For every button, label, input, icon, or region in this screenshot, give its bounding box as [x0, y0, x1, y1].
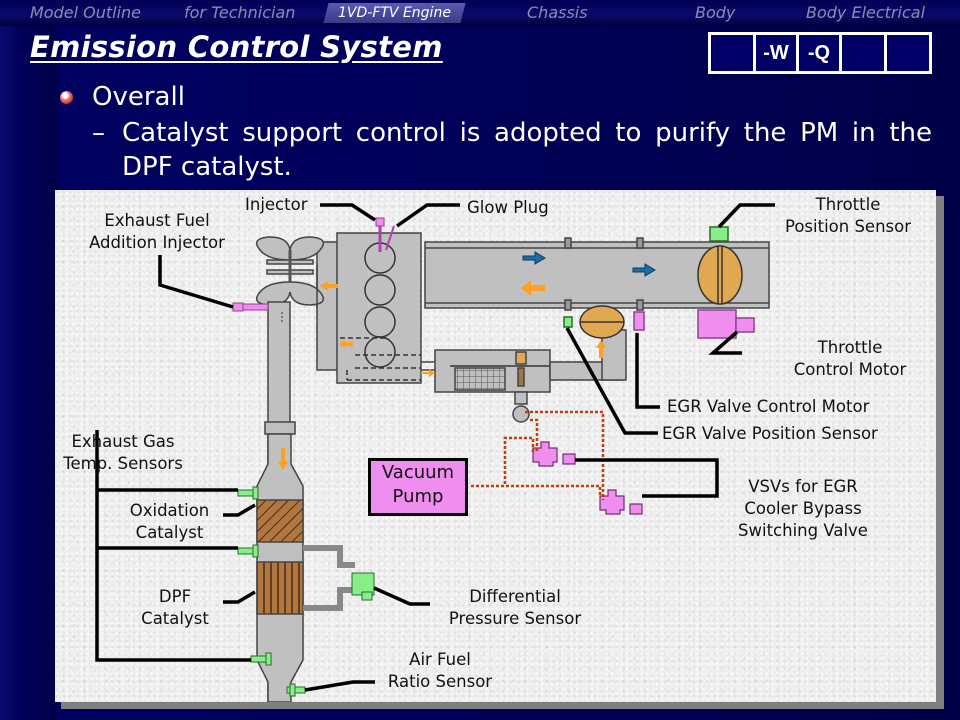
vsv-icons — [532, 441, 643, 515]
label-line: Oxidation — [129, 501, 210, 520]
nav-model-outline[interactable]: Model Outline — [30, 3, 142, 22]
label-throttle-position-sensor: Throttle Position Sensor — [773, 194, 923, 238]
model-box-5 — [887, 35, 929, 71]
label-line: Throttle — [817, 338, 883, 357]
label-line: Catalyst — [141, 609, 209, 628]
label-line: VSVs for EGR — [748, 477, 858, 496]
navigation-bar: Model Outline for Technician 1VD-FTV Eng… — [0, 0, 960, 26]
label-vsvs-egr-cooler-bypass: VSVs for EGR Cooler Bypass Switching Val… — [723, 476, 883, 542]
label-differential-pressure-sensor: Differential Pressure Sensor — [435, 586, 595, 630]
label-line: Throttle — [815, 195, 881, 214]
nav-body-electrical[interactable]: Body Electrical — [806, 3, 926, 22]
model-code-boxes: -W -Q — [708, 32, 932, 74]
model-box-1 — [711, 35, 753, 71]
label-egr-valve-control-motor: EGR Valve Control Motor — [667, 397, 870, 416]
label-line: Position Sensor — [784, 217, 912, 236]
label-line: DPF — [158, 587, 192, 606]
label-dpf-catalyst: DPF Catalyst — [125, 586, 225, 630]
dash-icon: – — [92, 118, 105, 148]
label-egr-valve-position-sensor: EGR Valve Position Sensor — [662, 424, 878, 443]
model-box-q: -Q — [799, 35, 839, 71]
label-line: Exhaust Fuel — [104, 211, 210, 230]
bullet-icon — [60, 91, 73, 104]
bullet-heading: Overall — [92, 82, 185, 112]
label-glow-plug: Glow Plug — [467, 198, 549, 217]
egr-valve-icon — [563, 305, 645, 339]
label-line: Catalyst — [135, 523, 204, 542]
label-line: Addition Injector — [89, 233, 225, 252]
label-exhaust-fuel-addition-injector: Exhaust Fuel Addition Injector — [67, 210, 247, 254]
injector-icon — [375, 217, 395, 252]
label-line: Air Fuel — [409, 650, 471, 669]
label-line: Control Motor — [793, 360, 907, 379]
model-box-w: -W — [756, 35, 796, 71]
model-box-4 — [842, 35, 884, 71]
vacuum-lines — [471, 410, 605, 500]
differential-pressure-sensor-icon — [351, 572, 375, 601]
label-line: Ratio Sensor — [387, 672, 493, 691]
engine-block — [316, 232, 422, 384]
label-line: Pump — [392, 486, 444, 507]
label-line: Temp. Sensors — [63, 454, 183, 473]
leader-lines — [95, 203, 775, 692]
label-injector: Injector — [245, 195, 308, 214]
sub-bullet-text: Catalyst support control is adopted to p… — [122, 118, 932, 182]
nav-engine-label: 1VD-FTV Engine — [338, 5, 451, 21]
diagram-drawing — [95, 203, 775, 702]
label-line: Exhaust Gas — [71, 432, 175, 451]
nav-for-technician[interactable]: for Technician — [184, 3, 296, 22]
label-line: Vacuum — [381, 462, 455, 483]
label-line: Switching Valve — [738, 521, 868, 540]
label-exhaust-gas-temp-sensors: Exhaust Gas Temp. Sensors — [63, 431, 183, 475]
nav-body[interactable]: Body — [695, 3, 736, 22]
vacuum-pump-box: Vacuum Pump — [368, 458, 468, 516]
nav-chassis[interactable]: Chassis — [527, 3, 588, 22]
flow-arrows — [278, 251, 656, 470]
dpf-converter — [256, 421, 355, 702]
exhaust-gas-temp-sensor-icons — [237, 486, 306, 697]
nav-engine-active[interactable]: 1VD-FTV Engine — [323, 3, 466, 23]
label-line: Pressure Sensor — [448, 609, 582, 628]
label-oxidation-catalyst: Oxidation Catalyst — [117, 500, 222, 544]
label-line: Cooler Bypass — [744, 499, 862, 518]
page-title: Emission Control System — [30, 30, 443, 64]
label-throttle-control-motor: Throttle Control Motor — [775, 337, 925, 381]
label-line: Differential — [469, 587, 561, 606]
emission-system-diagram: Exhaust Fuel Addition Injector Injector … — [55, 190, 936, 702]
label-air-fuel-ratio-sensor: Air Fuel Ratio Sensor — [375, 649, 505, 693]
